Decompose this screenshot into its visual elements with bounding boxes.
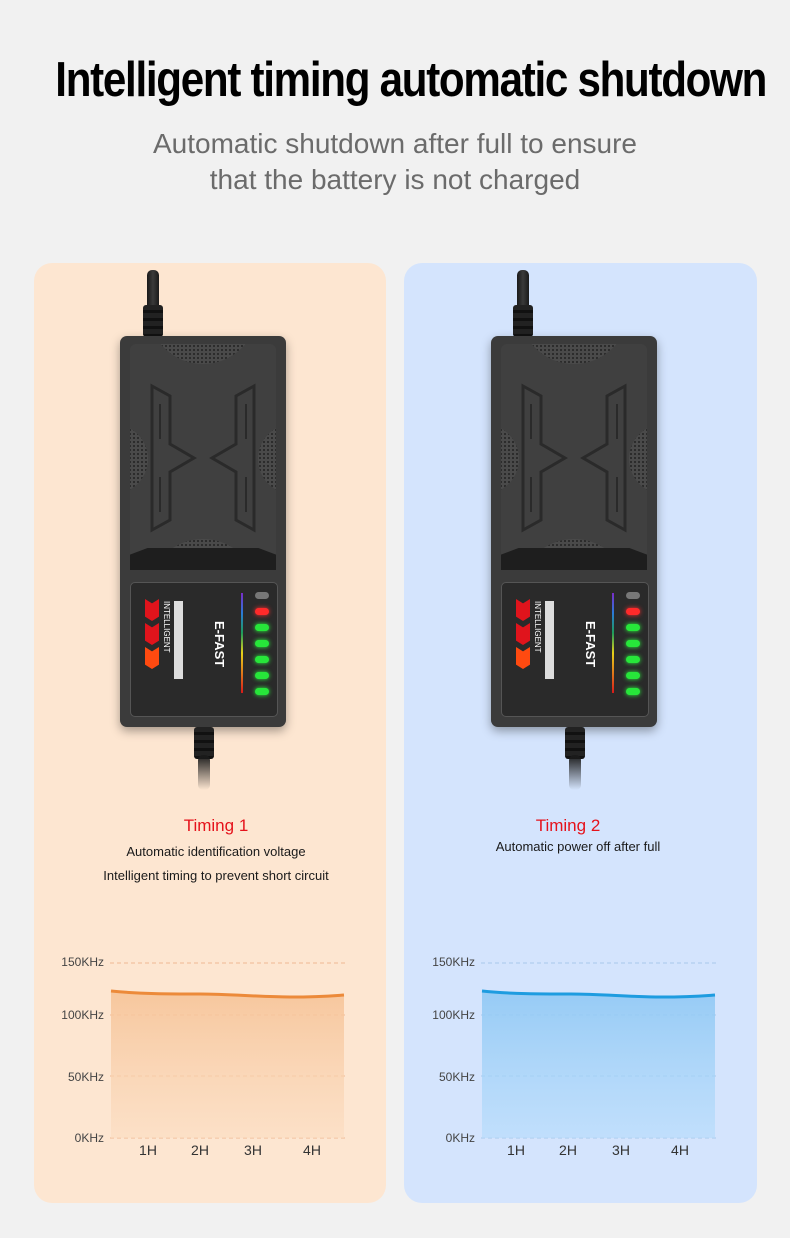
led-7 bbox=[255, 688, 269, 695]
timing-2-heading: Timing 2 bbox=[535, 816, 601, 835]
page-title: Intelligent timing automatic shutdown bbox=[55, 53, 767, 107]
x-tick: 4H bbox=[303, 1142, 321, 1158]
stage-tag-1 bbox=[516, 599, 530, 621]
charger-ledge bbox=[501, 548, 647, 570]
stage-tag-1 bbox=[145, 599, 159, 621]
x-tick: 1H bbox=[507, 1142, 525, 1158]
indicator-panel: INTELLIGENT E-FAST bbox=[130, 582, 278, 717]
subtitle-line-1: Automatic shutdown after full to ensure bbox=[152, 128, 638, 159]
led-5 bbox=[255, 656, 269, 663]
x-tick: 2H bbox=[559, 1142, 577, 1158]
led-2 bbox=[626, 608, 640, 615]
timing-1-desc-2: Intelligent timing to prevent short circ… bbox=[103, 868, 329, 883]
led-3 bbox=[626, 624, 640, 631]
strain-relief-top bbox=[513, 305, 533, 337]
strain-relief-bottom bbox=[565, 727, 585, 759]
indicator-panel: INTELLIGENT E-FAST bbox=[501, 582, 649, 717]
charger-ledge bbox=[130, 548, 276, 570]
y-tick: 150KHz bbox=[61, 955, 104, 969]
charger-body: INTELLIGENT E-FAST bbox=[120, 336, 286, 727]
vent-right bbox=[629, 424, 647, 494]
vent-right bbox=[258, 424, 276, 494]
page-subtitle: Automatic shutdown after full to ensure … bbox=[0, 126, 790, 198]
led-1 bbox=[255, 592, 269, 599]
x-tick: 2H bbox=[191, 1142, 209, 1158]
led-4 bbox=[255, 640, 269, 647]
led-6 bbox=[626, 672, 640, 679]
y-tick: 150KHz bbox=[432, 955, 475, 969]
y-tick: 50KHz bbox=[438, 1070, 475, 1084]
led-7 bbox=[626, 688, 640, 695]
y-tick: 50KHz bbox=[67, 1070, 104, 1084]
chinese-label-strip bbox=[174, 601, 183, 679]
x-emblem-icon bbox=[150, 383, 256, 533]
led-4 bbox=[626, 640, 640, 647]
strain-relief-bottom bbox=[194, 727, 214, 759]
cable-bottom bbox=[569, 755, 581, 790]
x-tick: 3H bbox=[612, 1142, 630, 1158]
timing-1-desc-1: Automatic identification voltage bbox=[126, 844, 306, 859]
timing-2-desc-1: Automatic power off after full bbox=[495, 839, 661, 854]
stage-tag-2 bbox=[516, 623, 530, 645]
stage-tag-3 bbox=[516, 647, 530, 669]
stage-tag-2 bbox=[145, 623, 159, 645]
y-tick: 100KHz bbox=[61, 1008, 104, 1022]
led-5 bbox=[626, 656, 640, 663]
x-emblem-icon bbox=[521, 383, 627, 533]
y-tick: 0KHz bbox=[74, 1131, 104, 1145]
timing-1-heading: Timing 1 bbox=[183, 816, 249, 835]
stage-tag-3 bbox=[145, 647, 159, 669]
led-1 bbox=[626, 592, 640, 599]
cable-bottom bbox=[198, 755, 210, 790]
x-tick: 3H bbox=[244, 1142, 262, 1158]
subtitle-line-2: that the battery is not charged bbox=[209, 164, 581, 195]
charger-body: INTELLIGENT E-FAST bbox=[491, 336, 657, 727]
x-tick: 4H bbox=[671, 1142, 689, 1158]
led-2 bbox=[255, 608, 269, 615]
color-bar bbox=[612, 593, 614, 693]
y-tick: 100KHz bbox=[432, 1008, 475, 1022]
strain-relief-top bbox=[143, 305, 163, 337]
color-bar bbox=[241, 593, 243, 693]
y-tick: 0KHz bbox=[445, 1131, 475, 1145]
x-tick: 1H bbox=[139, 1142, 157, 1158]
led-6 bbox=[255, 672, 269, 679]
led-3 bbox=[255, 624, 269, 631]
chinese-label-strip bbox=[545, 601, 554, 679]
